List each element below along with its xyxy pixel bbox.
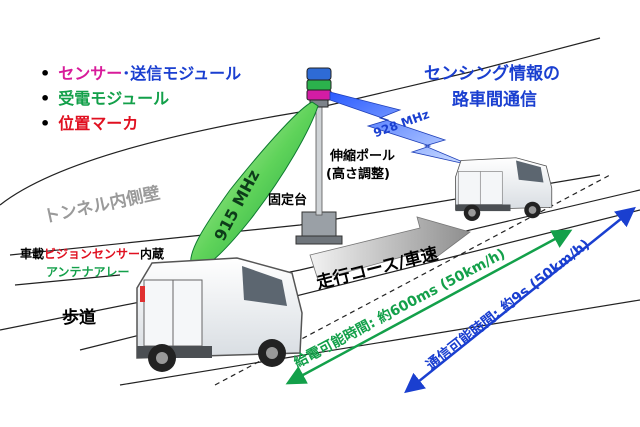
bullet: • [40,114,51,133]
legend-label: センサー [58,64,123,83]
legend-label: ･送信モジュール [122,64,242,83]
vehicle-label-line2: アンテナアレー [46,265,130,279]
legend-item: • センサー･送信モジュール [40,66,241,82]
sidewalk-label: 歩道 [62,308,96,328]
telescopic-pole [315,104,323,216]
sensing-title-line2: 路車間通信 [452,90,537,110]
bullet: • [40,64,51,83]
vehicle-label-line1: 車載ビジョンセンサー内蔵 [20,248,164,260]
legend-label: 受電モジュール [58,89,170,108]
base-label: 固定台 [268,193,308,208]
legend-item: • 受電モジュール [40,91,169,107]
comm-range-arrow [404,206,636,394]
van-icon [136,257,303,372]
vehicle-label-prefix: 車載 [20,247,45,261]
sensing-title-line1: センシング情報の [424,64,560,84]
fixed-base [295,211,343,245]
radio-wave [329,91,471,166]
vehicle-label-suffix: 内蔵 [140,247,165,261]
van-icon [455,157,553,221]
pole-label-line1: 伸縮ポール [330,149,396,164]
vehicle-label-highlight: ビジョンセンサー [44,247,141,261]
legend-label: 位置マーカ [58,114,139,133]
bullet: • [40,89,51,108]
sensor-stack-icon [306,67,332,108]
pole-label-line2: (高さ調整) [326,167,390,182]
legend-item: • 位置マーカ [40,116,138,132]
